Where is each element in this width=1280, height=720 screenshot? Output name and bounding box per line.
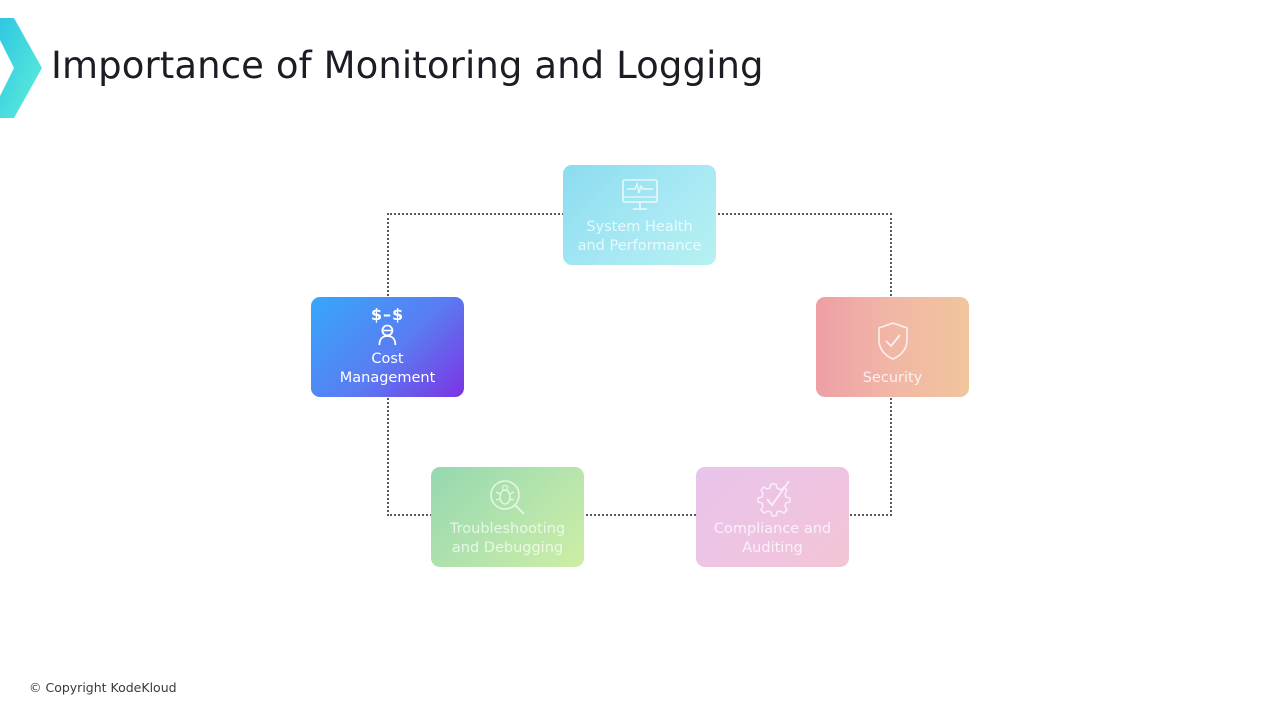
card-security: Security xyxy=(816,297,969,397)
copyright-text: © Copyright KodeKloud xyxy=(29,680,177,695)
card-label: System Health xyxy=(586,219,693,235)
card-troubleshooting: Troubleshooting and Debugging xyxy=(431,467,584,567)
slide-title: Importance of Monitoring and Logging xyxy=(51,44,764,87)
card-cost-management: $–$ Cost Management xyxy=(311,297,464,397)
card-compliance-auditing: Compliance and Auditing xyxy=(696,467,849,567)
card-label: and Debugging xyxy=(451,540,564,556)
card-label: Compliance and xyxy=(713,521,832,537)
kodekloud-logo-chevron-icon xyxy=(0,18,42,118)
card-label: Security xyxy=(862,370,923,386)
person-cost-icon: $–$ xyxy=(371,306,404,346)
shield-check-icon xyxy=(877,322,908,360)
card-label: and Performance xyxy=(577,238,702,254)
bug-search-icon xyxy=(489,480,525,515)
gear-check-icon xyxy=(756,480,791,517)
monitor-heartbeat-icon xyxy=(621,179,658,210)
card-system-health: System Health and Performance xyxy=(563,165,716,265)
card-label: Auditing xyxy=(742,540,803,556)
cost-symbol-text: $–$ xyxy=(370,305,405,324)
card-label: Cost xyxy=(371,351,404,367)
card-label: Management xyxy=(339,370,436,386)
card-label: Troubleshooting xyxy=(449,521,566,537)
